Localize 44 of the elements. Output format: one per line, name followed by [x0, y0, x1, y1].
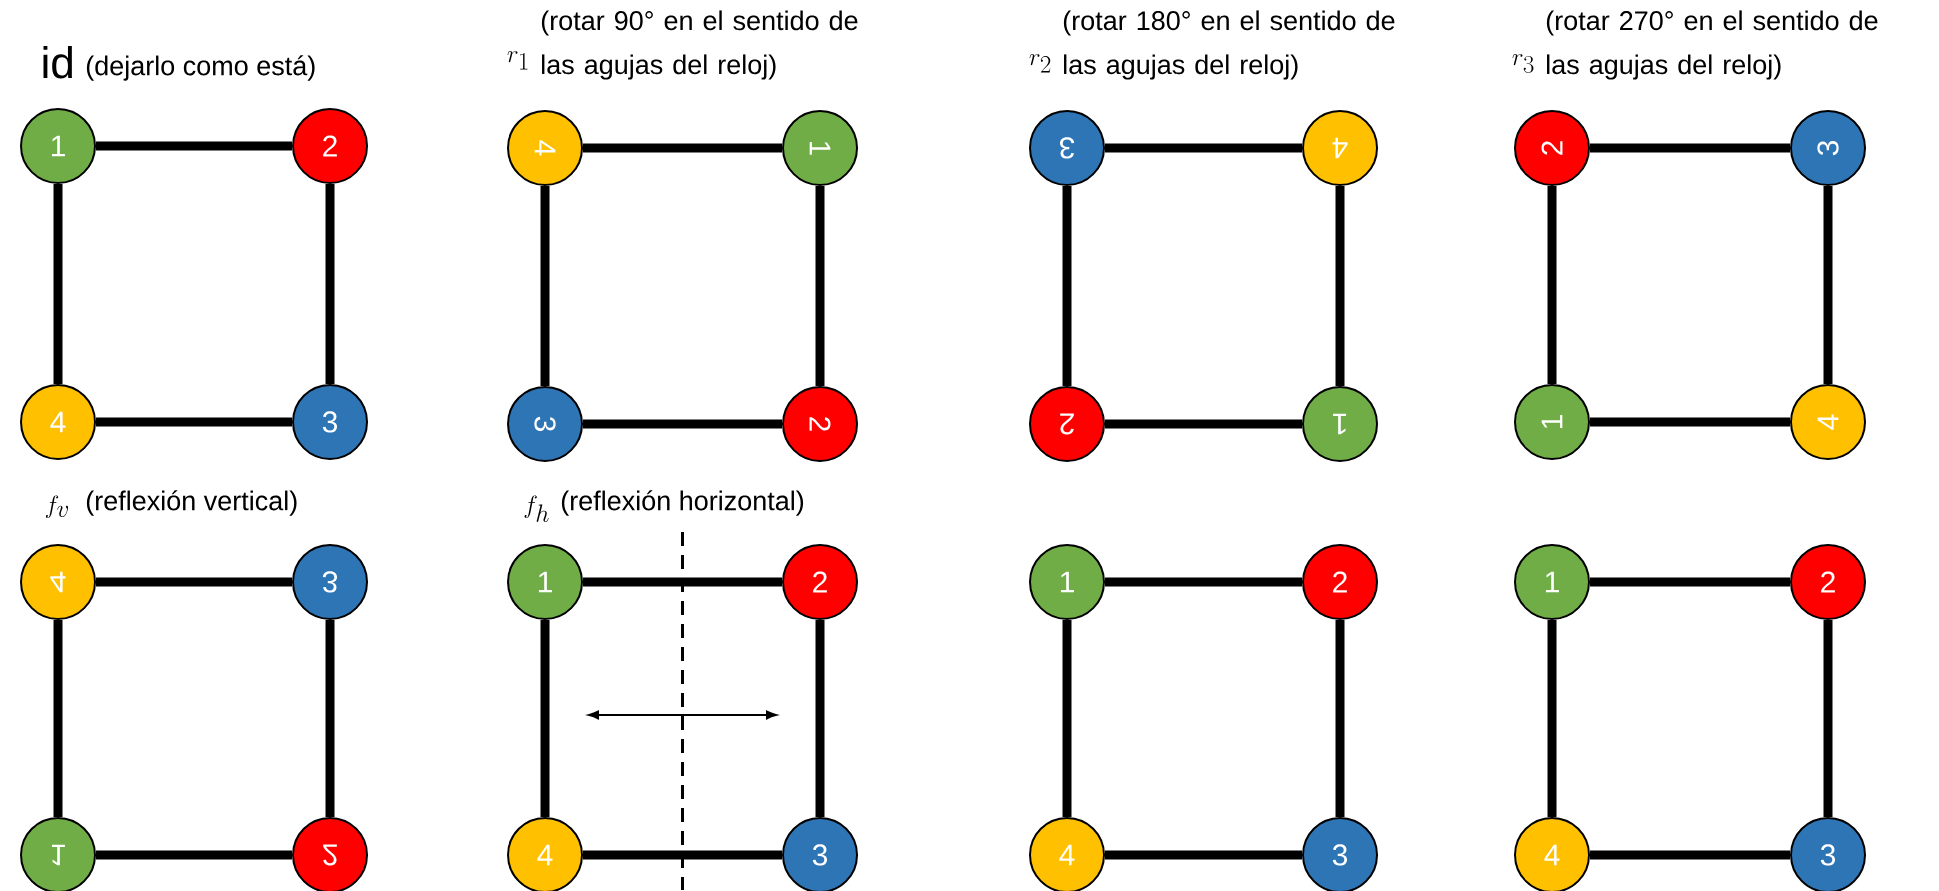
math-symbol: $r_3$ — [1512, 54, 1534, 73]
math-symbol: $r_2$ — [1029, 54, 1051, 73]
description-text: (rotar 270° en el sentido de las agujas del reloj) — [1546, 10, 1878, 80]
edge-line — [53, 620, 63, 817]
edge-line — [583, 850, 782, 860]
edge-line — [53, 184, 63, 384]
edge-line — [1105, 850, 1302, 860]
math-symbol: $\mathrm{id}$ — [43, 46, 72, 79]
edge-line — [815, 620, 825, 817]
math-symbol: $r_1$ — [507, 51, 528, 70]
math-symbol: $f_h$ — [524, 495, 549, 522]
edge-line — [1062, 620, 1072, 817]
edge-line — [96, 850, 292, 860]
edge-line — [325, 184, 335, 384]
edge-line — [1105, 143, 1302, 153]
edge-line — [583, 577, 782, 587]
edge-line — [1062, 186, 1072, 386]
edge-line — [96, 577, 292, 587]
edge-line — [1823, 620, 1833, 817]
edge-line — [96, 141, 292, 151]
edge-line — [1105, 419, 1302, 429]
edge-line — [540, 620, 550, 817]
edge-line — [1823, 186, 1833, 384]
edge-line — [1547, 620, 1557, 817]
edge-line — [1335, 620, 1345, 817]
edge-line — [1590, 417, 1790, 427]
edge-line — [1590, 850, 1790, 860]
edge-line — [96, 417, 292, 427]
edge-line — [540, 186, 550, 386]
edge-line — [1590, 143, 1790, 153]
description-text: (reflexión vertical) — [86, 490, 297, 516]
edge-line — [1105, 577, 1302, 587]
edge-line — [583, 143, 782, 153]
description-text: (reflexión horizontal) — [561, 490, 804, 516]
description-text: (dejarlo como está) — [86, 55, 315, 81]
edge-line — [1590, 577, 1790, 587]
description-text: (rotar 180° en el sentido de las agujas del reloj) — [1063, 10, 1395, 80]
math-symbol: $f_v$ — [45, 495, 68, 519]
edge-line — [325, 620, 335, 817]
edge-line — [1547, 186, 1557, 384]
description-text: (rotar 90° en el sentido de las agujas del reloj) — [541, 10, 858, 80]
edge-line — [1335, 186, 1345, 386]
edge-line — [583, 419, 782, 429]
edge-line — [815, 186, 825, 386]
